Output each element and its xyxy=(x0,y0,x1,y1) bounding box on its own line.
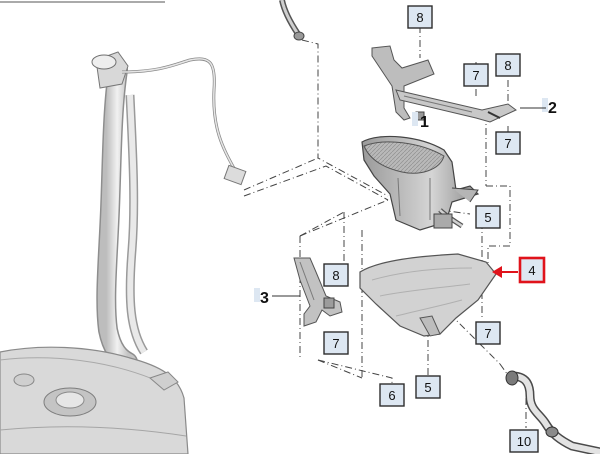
svg-text:8: 8 xyxy=(504,58,511,73)
callout-5-lower: 5 xyxy=(415,375,441,399)
svg-text:5: 5 xyxy=(424,380,431,395)
callout-6: 6 xyxy=(379,383,405,407)
svg-text:2: 2 xyxy=(548,100,557,117)
svg-text:3: 3 xyxy=(260,290,269,307)
callout-7-right: 7 xyxy=(495,131,521,155)
label-2: 2 xyxy=(520,98,557,117)
callout-8-left: 8 xyxy=(323,263,349,287)
svg-text:6: 6 xyxy=(388,388,395,403)
side-bracket xyxy=(293,257,343,327)
svg-text:7: 7 xyxy=(504,136,511,151)
callout-10: 10 xyxy=(509,429,539,453)
callout-8-top: 8 xyxy=(407,5,433,29)
callout-7-left: 7 xyxy=(323,331,349,355)
upper-bracket xyxy=(371,45,517,123)
breather-hose-top xyxy=(279,0,305,41)
svg-text:8: 8 xyxy=(416,10,423,25)
label-1: 1 xyxy=(412,112,429,131)
svg-text:8: 8 xyxy=(332,268,339,283)
svg-text:7: 7 xyxy=(472,68,479,83)
svg-text:5: 5 xyxy=(484,210,491,225)
callout-8-right: 8 xyxy=(495,53,521,77)
lower-hose xyxy=(505,370,600,454)
svg-text:4: 4 xyxy=(528,263,535,278)
svg-text:1: 1 xyxy=(420,114,429,131)
svg-text:10: 10 xyxy=(517,434,531,449)
fuel-tank xyxy=(0,346,189,454)
highlight-arrow xyxy=(492,266,518,278)
callout-4-highlighted: 4 xyxy=(518,256,546,284)
fuel-filler-neck xyxy=(91,51,247,372)
svg-text:7: 7 xyxy=(484,326,491,341)
label-3: 3 xyxy=(254,288,300,307)
callout-5-upper: 5 xyxy=(475,205,501,229)
charcoal-canister xyxy=(361,135,480,231)
heat-shield xyxy=(359,253,497,337)
svg-text:7: 7 xyxy=(332,336,339,351)
callout-7-lower: 7 xyxy=(475,321,501,345)
callout-7-top: 7 xyxy=(463,63,489,87)
